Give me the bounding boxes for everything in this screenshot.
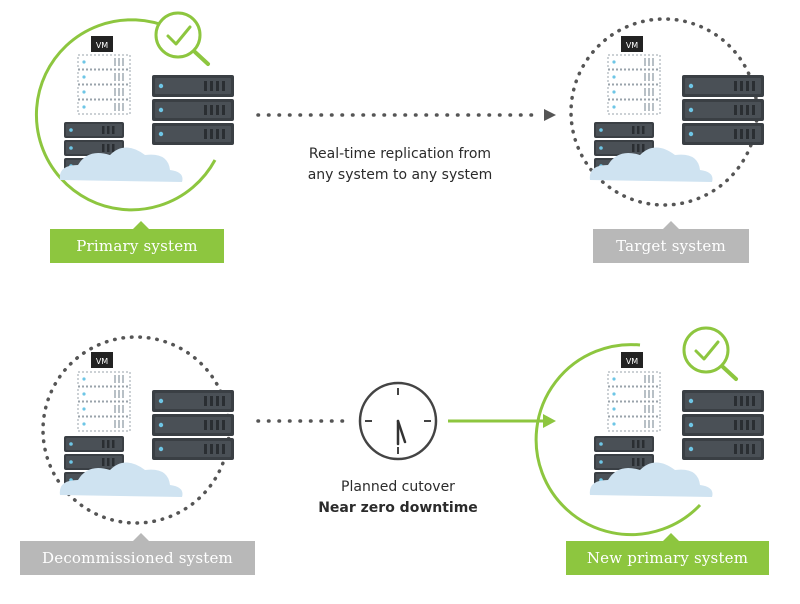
vm-badge: VM [91, 36, 113, 52]
target-system-label-text: Target system [616, 237, 726, 255]
vm-rack [607, 371, 661, 432]
decommissioned-system-label-text: Decommissioned system [42, 549, 233, 567]
decommissioned-system-label: Decommissioned system [20, 541, 255, 575]
clock-icon [358, 381, 438, 461]
vm-badge-text: VM [96, 357, 108, 366]
replication-caption-line2: any system to any system [307, 167, 493, 183]
cloud-icon [589, 147, 713, 182]
checkmark-magnifier-icon [682, 326, 738, 381]
cloud-icon [59, 147, 183, 182]
cutover-caption-line1: Planned cutover [341, 479, 455, 495]
server-rack-icon [152, 390, 234, 460]
server-rack-icon [682, 390, 764, 460]
vm-badge: VM [621, 352, 643, 368]
primary-system-label-text: Primary system [76, 237, 198, 255]
new-primary-system-label: New primary system [566, 541, 769, 575]
target-label-pointer [663, 221, 679, 229]
replication-caption: Real-time replication from any system to… [270, 144, 530, 186]
arrowhead [544, 109, 556, 121]
new-primary-label-pointer [663, 533, 679, 541]
vm-badge: VM [621, 36, 643, 52]
new-primary-system-node: VM [534, 326, 764, 537]
vm-rack [77, 371, 131, 432]
vm-rack [77, 54, 131, 115]
target-system-node: VM [569, 17, 764, 207]
cloud-icon [589, 462, 713, 497]
replication-caption-line1: Real-time replication from [308, 146, 492, 162]
server-rack-icon [682, 75, 764, 145]
vm-badge: VM [91, 352, 113, 368]
replication-arrow [256, 109, 556, 121]
decommissioned-system-node: VM [41, 335, 234, 525]
decommissioned-label-pointer [133, 533, 149, 541]
arrowhead [543, 414, 556, 428]
cloud-icon [59, 462, 183, 497]
new-primary-system-label-text: New primary system [586, 549, 749, 567]
vm-badge-text: VM [626, 41, 638, 50]
checkmark-magnifier-icon [154, 11, 210, 66]
primary-system-label: Primary system [50, 229, 224, 263]
active-ring-arc [534, 343, 702, 537]
primary-system-node: VM [34, 11, 234, 212]
vm-badge-text: VM [96, 41, 108, 50]
active-ring-arc [34, 18, 217, 212]
cutover-caption-line2: Near zero downtime [318, 500, 478, 516]
target-system-label: Target system [593, 229, 749, 263]
cutover-arrow [256, 414, 556, 428]
primary-label-pointer [133, 221, 149, 229]
cutover-caption: Planned cutover Near zero downtime [298, 477, 498, 519]
server-rack-icon [152, 75, 234, 145]
vm-rack [607, 54, 661, 115]
vm-badge-text: VM [626, 357, 638, 366]
